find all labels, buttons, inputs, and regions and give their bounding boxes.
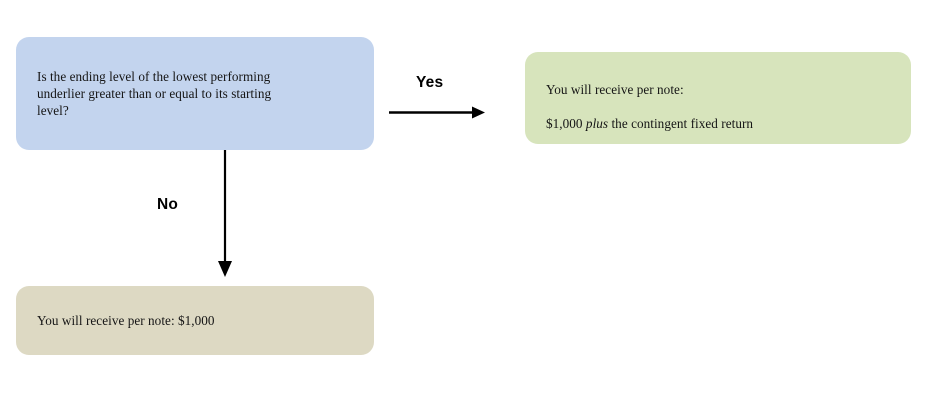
outcome-node-no: You will receive per note: $1,000 bbox=[16, 286, 374, 355]
outcome-yes-line2-prefix: $1,000 bbox=[546, 116, 586, 132]
outcome-node-yes-text: You will receive per note: $1,000 plus t… bbox=[546, 64, 753, 133]
edge-label-no: No bbox=[157, 196, 179, 213]
outcome-yes-line1: You will receive per note: bbox=[546, 81, 684, 97]
outcome-yes-line2-italic: plus bbox=[585, 116, 609, 132]
arrow-yes-right-icon bbox=[389, 106, 485, 119]
edge-label-yes: Yes bbox=[416, 74, 444, 91]
decision-node-text: Is the ending level of the lowest perfor… bbox=[37, 68, 272, 119]
outcome-node-no-text: You will receive per note: $1,000 bbox=[37, 312, 215, 328]
decision-node-lowest-underlier: Is the ending level of the lowest perfor… bbox=[16, 37, 374, 150]
outcome-node-yes: You will receive per note: $1,000 plus t… bbox=[525, 52, 911, 144]
outcome-yes-line2-suffix: the contingent fixed return bbox=[608, 116, 754, 132]
arrow-no-down-icon bbox=[218, 150, 232, 277]
